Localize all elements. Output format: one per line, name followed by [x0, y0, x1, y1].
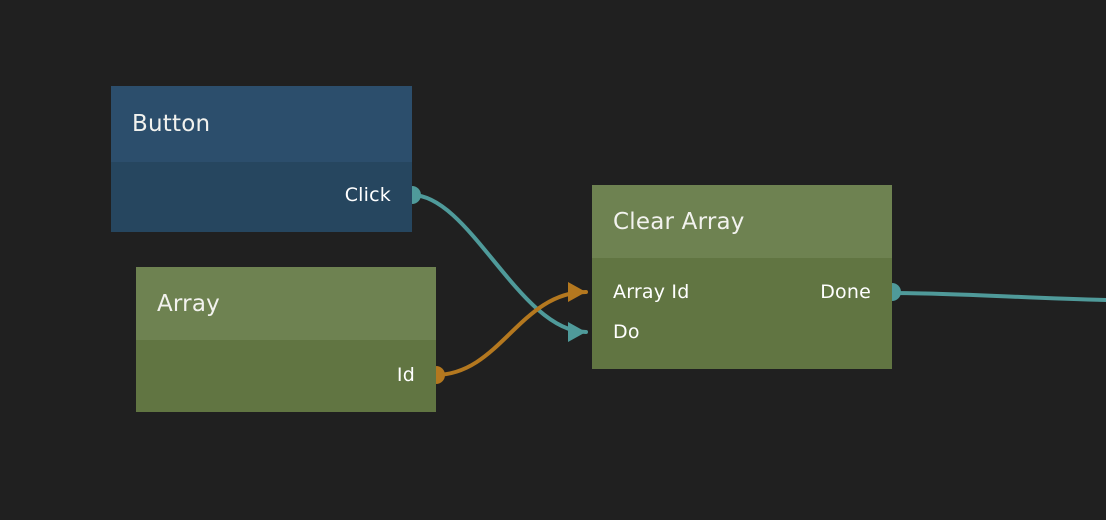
- node-clear-array[interactable]: Clear Array Array Id Do Done: [592, 185, 892, 369]
- output-port-id-label: Id: [396, 363, 415, 386]
- input-port-do-label: Do: [613, 320, 640, 343]
- output-port-done[interactable]: Done: [820, 280, 871, 304]
- output-port-click-label: Click: [344, 183, 391, 206]
- input-port-do[interactable]: Do: [613, 320, 640, 344]
- edge-path: [433, 290, 588, 377]
- node-clear-array-body: Array Id Do Done: [592, 258, 892, 369]
- node-array-title: Array: [157, 290, 220, 317]
- node-button-title: Button: [132, 111, 211, 137]
- node-clear-array-title-bar[interactable]: Clear Array: [592, 185, 892, 258]
- input-port-array-id[interactable]: Array Id: [613, 280, 689, 304]
- node-button-title-bar[interactable]: Button: [111, 86, 412, 162]
- node-array[interactable]: Array Id: [136, 267, 436, 412]
- node-button-body: Click: [111, 162, 412, 232]
- port-arrow-array-id[interactable]: [568, 282, 586, 302]
- output-port-done-label: Done: [820, 280, 871, 303]
- edge-path: [888, 291, 1106, 302]
- edge-path: [410, 193, 588, 334]
- input-port-array-id-label: Array Id: [613, 280, 690, 303]
- node-button[interactable]: Button Click: [111, 86, 412, 232]
- node-array-body: Id: [136, 340, 436, 412]
- port-arrow-do[interactable]: [568, 322, 586, 342]
- node-array-title-bar[interactable]: Array: [136, 267, 436, 340]
- output-port-click[interactable]: Click: [345, 183, 391, 207]
- node-clear-array-title: Clear Array: [613, 208, 745, 235]
- output-port-id[interactable]: Id: [397, 363, 415, 387]
